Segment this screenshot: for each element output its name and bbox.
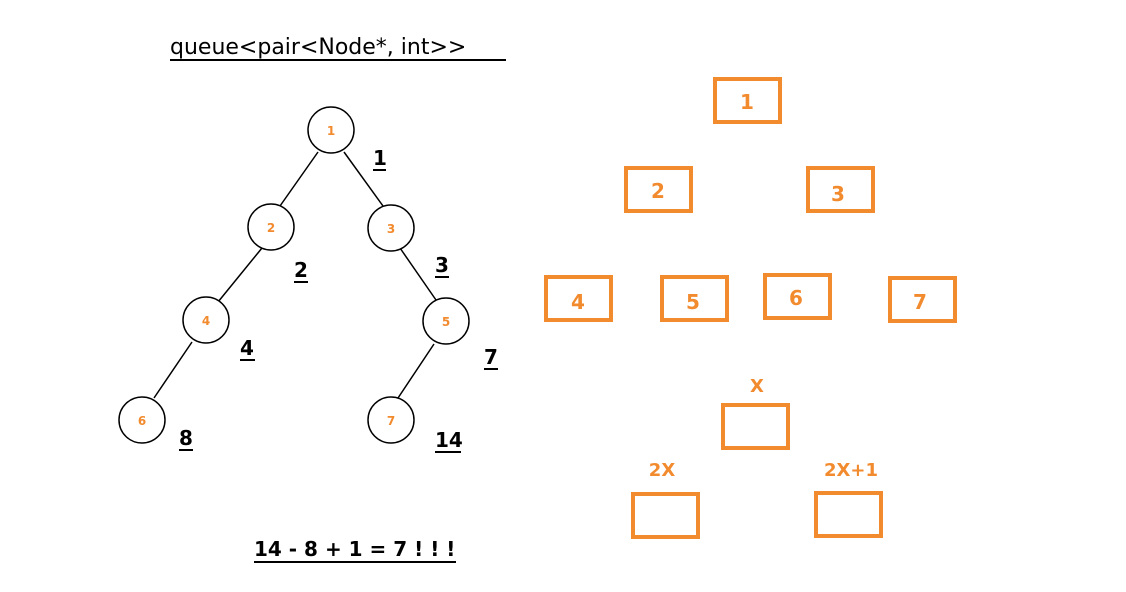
edge-5-7 (397, 343, 435, 399)
diagram-title: queue<pair<Node*, int>> (170, 35, 466, 60)
box-rect (713, 77, 782, 124)
heap-box-1: 1 (713, 77, 782, 124)
index-label-1: 1 (373, 146, 387, 170)
box-label: 7 (913, 290, 927, 314)
edge-4-6 (153, 341, 193, 399)
tree-node-4: 4 (182, 296, 230, 344)
node-circle (422, 297, 470, 345)
tree-nodes: 1 2 3 4 5 6 7 (118, 106, 470, 444)
index-rule: X 2X 2X+1 (631, 376, 883, 539)
heap-box-3: 3 (806, 166, 875, 213)
heap-box-5: 5 (660, 275, 729, 322)
box-label: 4 (571, 290, 585, 314)
tree-node-5: 5 (422, 297, 470, 345)
tree-node-7: 7 (367, 396, 415, 444)
index-label-14: 14 (435, 428, 463, 452)
rule-right-box (814, 491, 883, 538)
index-label-8: 8 (179, 426, 193, 450)
tree-node-3: 3 (367, 204, 415, 252)
index-label-2: 2 (294, 258, 308, 282)
rule-left-box (631, 492, 700, 539)
box-label: 5 (686, 290, 700, 314)
node-label: 7 (387, 414, 395, 428)
box-rect (660, 275, 729, 322)
node-label: 6 (138, 414, 146, 428)
index-label-3: 3 (435, 253, 449, 277)
box-rect (544, 275, 613, 322)
rule-left-label: 2X (649, 460, 676, 481)
node-label: 3 (387, 222, 395, 236)
box-label: 3 (831, 182, 845, 206)
heap-box-4: 4 (544, 275, 613, 322)
box-label: 2 (651, 179, 665, 203)
node-label: 2 (267, 221, 275, 235)
node-circle (182, 296, 230, 344)
tree-edges (153, 151, 437, 399)
node-circle (247, 203, 295, 251)
formula-text: 14 - 8 + 1 = 7 ! ! ! (254, 537, 455, 561)
rule-parent-label: X (750, 376, 764, 397)
index-label-7: 7 (484, 345, 498, 369)
box-rect (624, 166, 693, 213)
box-rect (763, 273, 832, 320)
node-circle (367, 396, 415, 444)
tree-node-2: 2 (247, 203, 295, 251)
rule-right-label: 2X+1 (824, 460, 878, 481)
index-label-4: 4 (240, 336, 254, 360)
box-label: 6 (789, 286, 803, 310)
edge-1-2 (279, 151, 319, 207)
box-label: 1 (740, 90, 754, 114)
heap-boxes: 1 2 3 4 5 6 7 (544, 77, 957, 323)
edge-3-5 (399, 247, 437, 301)
edge-2-4 (217, 247, 263, 303)
node-label: 5 (442, 315, 450, 329)
heap-box-6: 6 (763, 273, 832, 320)
node-circle (307, 106, 355, 154)
node-label: 4 (202, 314, 210, 328)
node-circle (118, 396, 166, 444)
index-labels: 1 2 3 4 7 8 14 (179, 146, 498, 453)
rule-parent-box (721, 403, 790, 450)
box-rect (806, 166, 875, 213)
tree-node-1: 1 (307, 106, 355, 154)
heap-box-7: 7 (888, 276, 957, 323)
node-label: 1 (327, 124, 335, 138)
node-circle (367, 204, 415, 252)
edge-1-3 (343, 151, 384, 207)
box-rect (888, 276, 957, 323)
tree-node-6: 6 (118, 396, 166, 444)
heap-box-2: 2 (624, 166, 693, 213)
